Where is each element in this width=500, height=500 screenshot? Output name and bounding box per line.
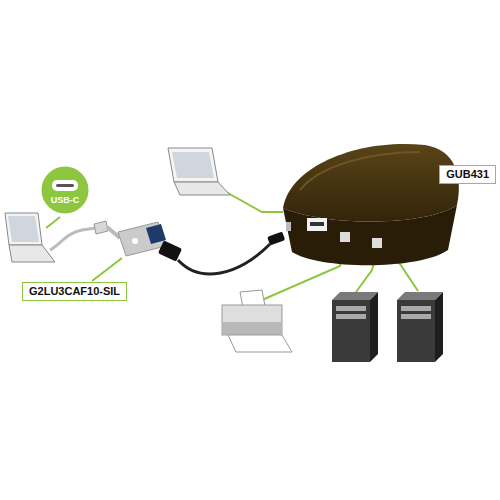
laptop: [5, 213, 55, 262]
printer-body: [222, 305, 282, 335]
tower-bay: [401, 314, 431, 319]
part-label: G2LU3CAF10-SIL: [22, 282, 127, 301]
part-number: G2LU3CAF10-SIL: [29, 285, 120, 298]
usb-c-cable: [50, 228, 96, 250]
callout-circle: [41, 166, 90, 215]
switch-front: [283, 205, 457, 265]
usb-c-icon: [56, 184, 74, 187]
usb-switch: [283, 144, 459, 265]
tower-side: [435, 292, 443, 362]
usb-cable: [158, 232, 285, 274]
switch-top: [283, 144, 459, 222]
port-callout: USB-C: [39, 164, 91, 216]
tower-bay: [336, 314, 366, 319]
port-name: USB-C: [39, 195, 91, 206]
side-port: [286, 222, 291, 231]
usb-plug: [267, 232, 285, 246]
usb-a-port: [307, 218, 327, 231]
usb-b-port: [372, 238, 382, 248]
laptop-base: [9, 245, 55, 262]
laptop-screen: [168, 148, 218, 182]
laptop-display: [8, 216, 39, 242]
adapter-body: [118, 222, 166, 256]
laptop-base: [174, 182, 230, 195]
tower-bay: [336, 306, 366, 311]
leader-line: [46, 217, 60, 228]
part-label: GUB431: [439, 165, 496, 184]
leader-line: [226, 192, 283, 212]
usb-a-opening: [146, 224, 166, 244]
switch-highlight: [300, 152, 420, 190]
printer-front: [222, 322, 282, 335]
laptop-display: [172, 152, 214, 178]
leader-line: [92, 258, 122, 281]
tower-front: [397, 300, 435, 362]
tower-front: [332, 300, 370, 362]
tower-top: [397, 292, 443, 300]
part-number: GUB431: [446, 168, 489, 181]
computer-tower: [397, 292, 443, 362]
callout-circle: [39, 164, 91, 216]
laptop-screen: [5, 213, 42, 245]
usb-cable: [178, 244, 270, 274]
printer-tray: [228, 335, 292, 352]
usb-c-icon: [52, 180, 78, 191]
usb-c-adapter: [50, 221, 166, 256]
usb-b-port: [340, 232, 350, 242]
tower-bay: [401, 306, 431, 311]
usb-c-plug: [94, 221, 108, 234]
usb-a-slot: [310, 222, 324, 226]
printer: [222, 290, 292, 352]
tower-top: [332, 292, 378, 300]
adapter-logo: [132, 238, 138, 244]
tower-side: [370, 292, 378, 362]
laptop: [168, 148, 230, 195]
usb-plug: [158, 240, 182, 261]
computer-tower: [332, 292, 378, 362]
